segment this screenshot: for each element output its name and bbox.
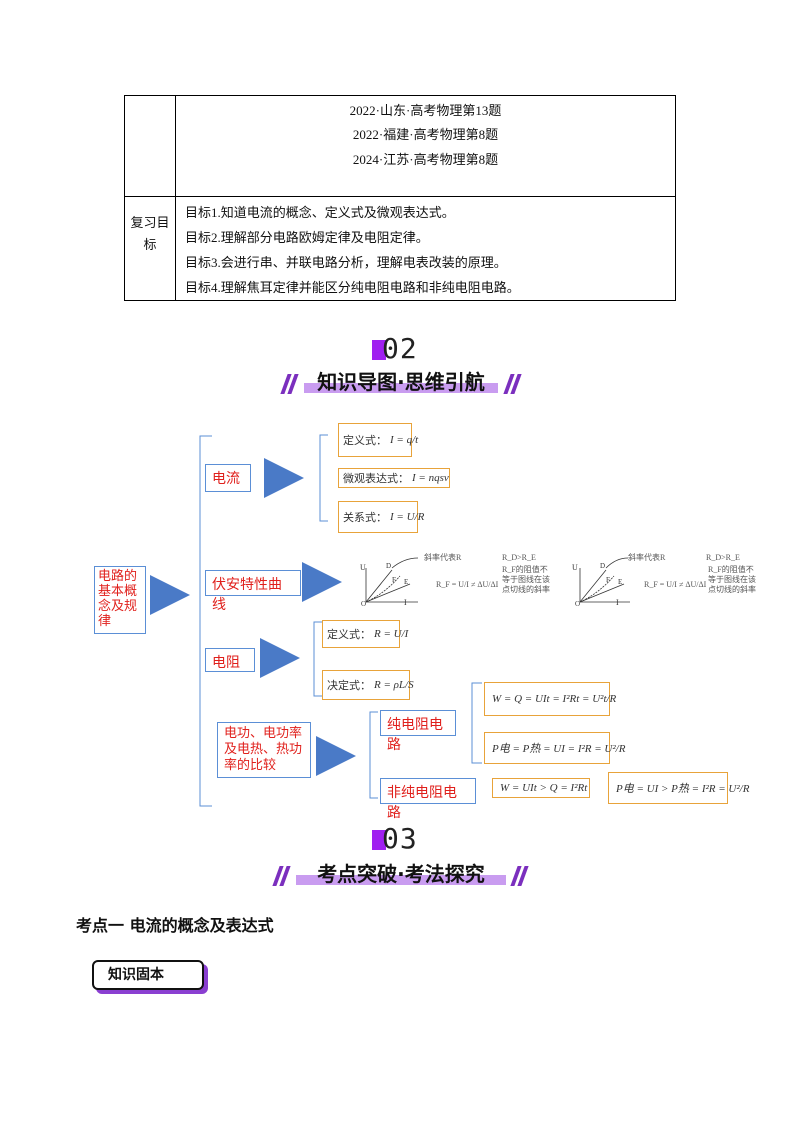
branch-power: 电功、电功率及电热、热功率的比较 bbox=[217, 722, 311, 778]
iv-right-desc: R_F的阻值不等于图线在该点切线的斜率 bbox=[708, 565, 756, 594]
svg-text:U: U bbox=[360, 563, 366, 572]
nonpure-circuit-label: 非纯电阻电路 bbox=[380, 778, 476, 821]
section-accent bbox=[372, 830, 386, 850]
iv-graph-right bbox=[579, 557, 630, 603]
svg-text:E: E bbox=[618, 578, 622, 586]
iv-right-formula: R_F = U/I ≠ ΔU/ΔI bbox=[644, 580, 707, 589]
branch-current: 电流 bbox=[205, 464, 251, 492]
current-relation-formula: 关系式：I = U/R bbox=[338, 501, 424, 533]
section-number: 02 bbox=[372, 332, 418, 365]
iv-left-desc: R_F的阻值不等于图线在该点切线的斜率 bbox=[502, 565, 550, 594]
current-micro-formula: 微观表达式：I = nqsv bbox=[338, 468, 450, 488]
nonpure-work-formula: W = UIt > Q = I²Rt bbox=[492, 778, 590, 798]
resistance-definition-formula: 定义式：R = U/I bbox=[322, 620, 408, 648]
svg-text:I: I bbox=[616, 598, 619, 607]
svg-text:D: D bbox=[600, 562, 605, 570]
exam-ref: 2022·福建·高考物理第8题 bbox=[352, 127, 499, 142]
branch-iv-curve: 伏安特性曲线 bbox=[205, 570, 301, 613]
goal-item: 目标2.理解部分电路欧姆定律及电阻定律。 bbox=[185, 230, 429, 245]
section-title: 考点突破·考法探究 bbox=[290, 858, 512, 887]
svg-text:O: O bbox=[575, 600, 580, 608]
iv-graph-left bbox=[365, 557, 419, 603]
pure-work-formula: W = Q = UIt = I²Rt = U²t/R bbox=[484, 682, 616, 716]
section-title: 知识导图·思维引航 bbox=[298, 366, 504, 395]
knowledge-badge: 知识固本 bbox=[92, 960, 204, 990]
iv-right-compare: R_D>R_E bbox=[706, 553, 740, 562]
iv-left-formula: R_F = U/I ≠ ΔU/ΔI bbox=[436, 580, 499, 589]
svg-text:E: E bbox=[404, 578, 408, 586]
topic-heading: 考点一 电流的概念及表达式 bbox=[76, 916, 274, 935]
exam-ref: 2022·山东·高考物理第13题 bbox=[349, 103, 502, 118]
resistance-decide-formula: 决定式：R = ρL/S bbox=[322, 670, 414, 700]
goal-item: 目标4.理解焦耳定律并能区分纯电阻电路和非纯电阻电路。 bbox=[185, 280, 520, 295]
svg-text:F: F bbox=[606, 576, 610, 584]
table-divider bbox=[125, 196, 675, 197]
table-divider bbox=[175, 96, 176, 300]
svg-text:I: I bbox=[404, 598, 407, 607]
iv-right-slope: 斜率代表R bbox=[628, 553, 666, 562]
review-table: 2022·山东·高考物理第13题 2022·福建·高考物理第8题 2024·江苏… bbox=[124, 95, 676, 301]
iv-left-slope: 斜率代表R bbox=[424, 553, 462, 562]
svg-text:U: U bbox=[572, 563, 578, 572]
svg-text:F: F bbox=[392, 576, 396, 584]
iv-left-compare: R_D>R_E bbox=[502, 553, 536, 562]
branch-resistance: 电阻 bbox=[205, 648, 255, 672]
section-accent bbox=[372, 340, 386, 360]
goal-label: 复习目标 bbox=[130, 215, 170, 252]
section-number: 03 bbox=[372, 822, 418, 855]
goal-item: 目标1.知道电流的概念、定义式及微观表达式。 bbox=[185, 205, 455, 220]
exam-ref: 2024·江苏·高考物理第8题 bbox=[352, 152, 499, 167]
svg-text:D: D bbox=[386, 562, 391, 570]
pure-circuit-label: 纯电阻电路 bbox=[380, 710, 456, 753]
svg-text:O: O bbox=[361, 600, 366, 608]
pure-power-formula: P电 = P热 = UI = I²R = U²/R bbox=[484, 732, 625, 764]
nonpure-power-formula: P电 = UI > P热 = I²R = U²/R bbox=[608, 772, 749, 804]
mindmap-root: 电路的基本概念及规律 bbox=[94, 566, 146, 634]
goal-item: 目标3.会进行串、并联电路分析，理解电表改装的原理。 bbox=[185, 255, 507, 270]
current-definition-formula: 定义式：I = q/t bbox=[338, 423, 418, 457]
